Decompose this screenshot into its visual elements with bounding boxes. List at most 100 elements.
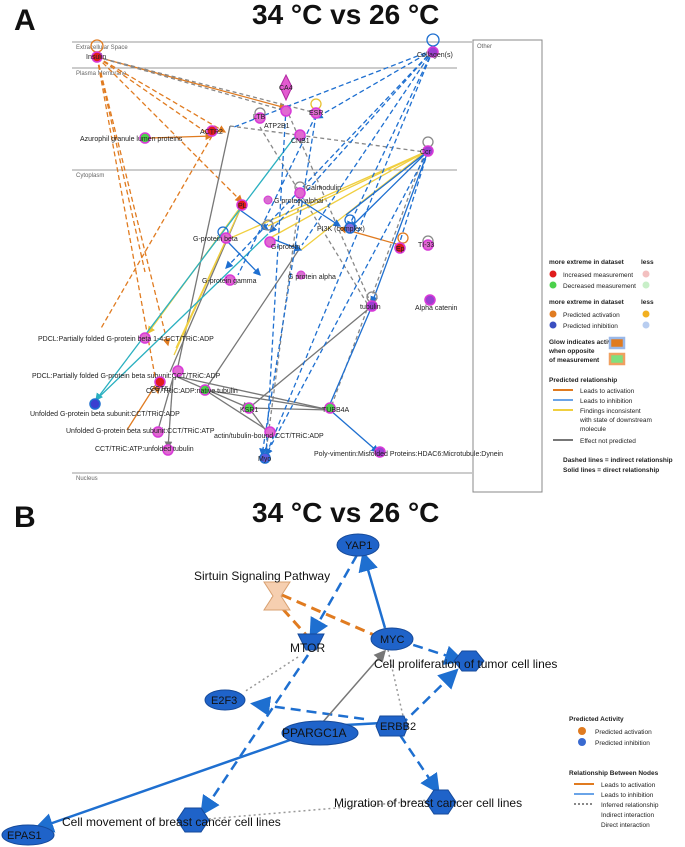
node-ksr1[interactable]: KSR1 — [240, 402, 258, 414]
node-myc[interactable]: MYC — [370, 627, 414, 651]
node-esr[interactable]: ESR — [309, 107, 323, 119]
svg-text:CNB1: CNB1 — [291, 138, 310, 145]
svg-text:ATP2B1: ATP2B1 — [264, 123, 290, 130]
node-collagen[interactable]: Collagen(s) — [417, 46, 453, 59]
compartment-bands — [72, 39, 543, 493]
node-mtor[interactable]: MTOR — [290, 633, 325, 655]
node-tubb4a[interactable]: TUBB4A — [322, 402, 350, 414]
node-migration[interactable]: Migration of breast cancer cell lines — [334, 789, 522, 815]
svg-text:Azurophil granule lumen protei: Azurophil granule lumen proteins — [80, 136, 183, 143]
node-azurophil[interactable]: Azurophil granule lumen proteins — [80, 132, 183, 144]
node-alpha-catenin[interactable]: Alpha catenin — [415, 294, 458, 312]
svg-text:Alpha catenin: Alpha catenin — [415, 305, 458, 312]
svg-text:Inferred relationship: Inferred relationship — [601, 802, 659, 809]
svg-text:CCT6: CCT6 — [150, 386, 168, 393]
nodes-b: YAP1 Sirtuin Signaling Pathway MTOR MYC … — [1, 533, 557, 846]
svg-text:Ep: Ep — [396, 246, 405, 253]
node-cellprolif[interactable]: Cell proliferation of tumor cell lines — [374, 650, 557, 672]
node-tubulin[interactable]: tubulin — [360, 300, 381, 312]
svg-text:Migration of breast cancer cel: Migration of breast cancer cell lines — [334, 796, 522, 810]
svg-text:TI-33: TI-33 — [418, 242, 434, 249]
svg-text:Ccr: Ccr — [420, 149, 432, 156]
node-atp2b1[interactable]: ATP2B1 — [264, 105, 292, 130]
node-myo[interactable]: Myo — [258, 452, 271, 464]
node-calmodulin[interactable]: Calmodulin — [294, 185, 341, 199]
node-insulin[interactable]: Insulin — [86, 51, 106, 63]
svg-text:Cell proliferation of tumor ce: Cell proliferation of tumor cell lines — [374, 657, 557, 671]
svg-text:Direct interaction: Direct interaction — [601, 822, 650, 829]
svg-text:molecule: molecule — [580, 426, 606, 433]
node-ep[interactable]: Ep — [394, 242, 406, 254]
svg-text:Leads to inhibition: Leads to inhibition — [580, 398, 633, 405]
panel-b-title: 34 °C vs 26 °C — [252, 497, 439, 528]
svg-text:G protein alpha: G protein alpha — [288, 274, 336, 281]
svg-text:of measurement: of measurement — [549, 357, 600, 364]
svg-text:ESR: ESR — [309, 110, 323, 117]
edges-b — [33, 551, 465, 833]
node-gprot-beta[interactable]: G-protein beta — [193, 232, 238, 244]
node-actin-tub[interactable]: actin/tubulin-bound CCT/TRiC:ADP — [214, 426, 324, 440]
node-cct-unfolded[interactable]: CCT/TRiC:ATP:unfolded tubulin — [95, 444, 194, 456]
svg-text:Unfolded G-protein beta subuni: Unfolded G-protein beta subunit:CCT/TRiC… — [66, 428, 215, 435]
svg-text:Predicted Activity: Predicted Activity — [569, 716, 624, 723]
svg-text:with state of downstream: with state of downstream — [579, 417, 652, 424]
svg-text:Cell movement of breast cancer: Cell movement of breast cancer cell line… — [62, 815, 281, 829]
svg-text:more extreme in dataset: more extreme in dataset — [549, 299, 625, 306]
legend-a: more extreme in dataset less Increased m… — [548, 259, 673, 474]
svg-text:Leads to activation: Leads to activation — [601, 782, 656, 789]
svg-text:E2F3: E2F3 — [211, 695, 237, 707]
node-cct[interactable]: CCT6 — [150, 376, 168, 393]
node-ti33[interactable]: TI-33 — [418, 239, 434, 251]
svg-text:PI3K (complex): PI3K (complex) — [317, 226, 365, 233]
node-unfolded1[interactable]: Unfolded G-protein beta subunit:CCT/TRiC… — [30, 398, 180, 418]
node-ca4[interactable]: CA4 — [279, 73, 293, 102]
svg-text:Indirect interaction: Indirect interaction — [601, 812, 654, 819]
svg-text:KSR1: KSR1 — [240, 407, 258, 414]
node-ccr[interactable]: Ccr — [420, 145, 434, 157]
node-cct-native[interactable]: CCT/TRiC:ADP:native tubulin — [146, 384, 238, 396]
node-pdcl2[interactable]: PDCL:Partially folded G-protein beta sub… — [32, 365, 221, 380]
svg-text:PPARGC1A: PPARGC1A — [282, 726, 346, 740]
svg-text:MTOR: MTOR — [290, 641, 325, 655]
node-ltb[interactable]: LTB — [253, 112, 266, 124]
svg-text:Increased measurement: Increased measurement — [563, 272, 633, 279]
node-pl[interactable]: PL — [236, 199, 248, 211]
node-pprgc1a[interactable]: PPARGC1A — [281, 720, 359, 746]
node-e2f3[interactable]: E2F3 — [204, 689, 246, 711]
node-actr2[interactable]: ACTR2 — [200, 125, 223, 137]
svg-text:Collagen(s): Collagen(s) — [417, 52, 453, 59]
svg-text:more extreme in dataset: more extreme in dataset — [549, 259, 625, 266]
svg-text:Dashed lines = indirect relati: Dashed lines = indirect relationship — [563, 457, 673, 464]
svg-text:when opposite: when opposite — [548, 348, 595, 355]
node-erbb2[interactable]: ERBB2 — [375, 715, 416, 737]
node-cellmove[interactable]: Cell movement of breast cancer cell line… — [62, 807, 281, 833]
svg-text:Relationship Between Nodes: Relationship Between Nodes — [569, 770, 659, 777]
svg-text:PDCL:Partially folded G-protei: PDCL:Partially folded G-protein beta 1-4… — [38, 336, 214, 343]
svg-text:Unfolded G-protein beta subuni: Unfolded G-protein beta subunit:CCT/TRiC… — [30, 411, 180, 418]
svg-text:actin/tubulin-bound CCT/TRiC:A: actin/tubulin-bound CCT/TRiC:ADP — [214, 433, 324, 440]
node-epas1[interactable]: EPAS1 — [1, 824, 55, 846]
svg-text:Insulin: Insulin — [86, 54, 106, 61]
svg-text:Predicted relationship: Predicted relationship — [549, 377, 617, 384]
svg-text:Calmodulin: Calmodulin — [306, 185, 341, 192]
svg-text:Predicted activation: Predicted activation — [595, 729, 652, 736]
svg-text:EPAS1: EPAS1 — [7, 830, 42, 842]
svg-text:G-protein: G-protein — [271, 244, 300, 251]
node-pdcl1[interactable]: PDCL:Partially folded G-protein beta 1-4… — [38, 332, 214, 344]
svg-text:CA4: CA4 — [279, 85, 293, 92]
node-polyvim[interactable]: Poly-vimentin:Misfolded Proteins:HDAC6:M… — [314, 446, 503, 458]
node-yap1[interactable]: YAP1 — [336, 533, 380, 557]
svg-text:Predicted inhibition: Predicted inhibition — [595, 740, 650, 747]
node-gprotein[interactable]: G-protein — [264, 236, 300, 251]
node-gprot-alpha[interactable]: G protein alpha — [288, 270, 336, 281]
svg-text:LTB: LTB — [253, 114, 266, 121]
node-gprot-alphai[interactable]: G protein alphai — [263, 195, 324, 205]
node-pi3k[interactable]: PI3K (complex) — [317, 222, 365, 234]
node-gprot-gamma[interactable]: G-protein gamma — [202, 274, 257, 286]
svg-text:Decreased measurement: Decreased measurement — [563, 283, 636, 290]
node-cnb1[interactable]: CNB1 — [291, 129, 310, 145]
node-sirtuin[interactable]: Sirtuin Signaling Pathway — [194, 569, 330, 611]
node-unfolded2[interactable]: Unfolded G-protein beta subunit:CCT/TRiC… — [66, 426, 215, 438]
panel-a-letter: A — [14, 4, 36, 37]
